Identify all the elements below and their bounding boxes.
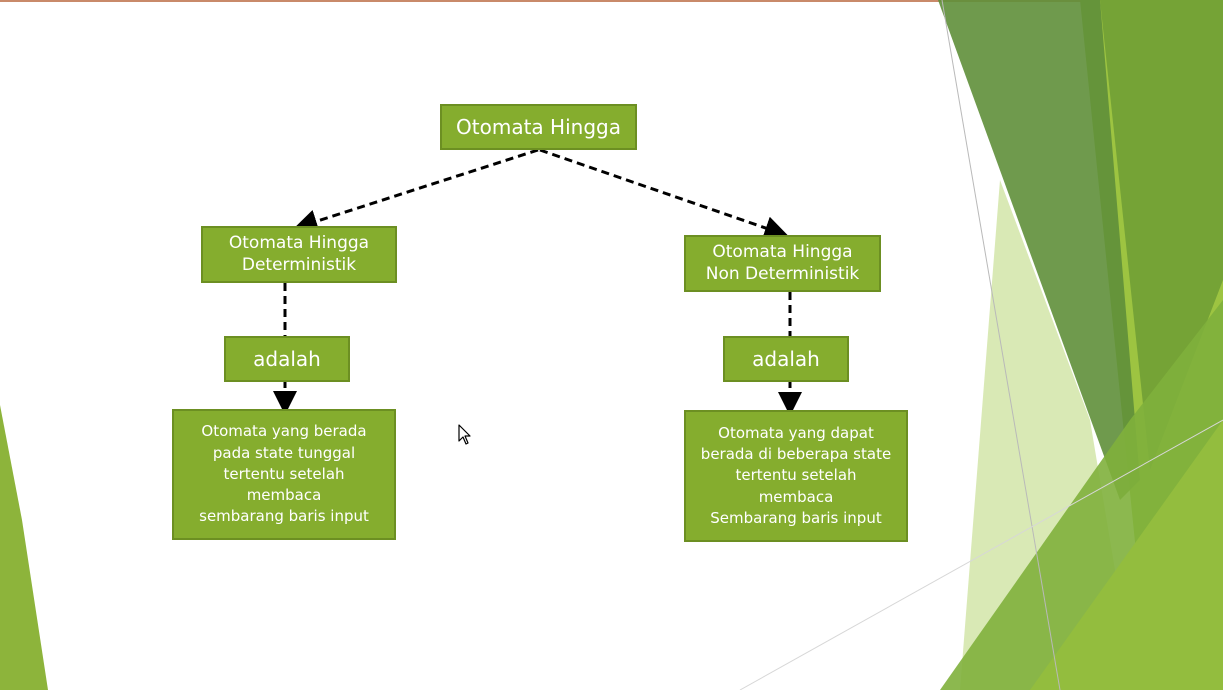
right-corner-triangle bbox=[1030, 420, 1223, 690]
top-border bbox=[0, 0, 1223, 2]
thin-diagonal-line-2 bbox=[739, 419, 1223, 690]
arrow-root-to-deterministic bbox=[293, 148, 539, 233]
mouse-pointer-icon bbox=[458, 424, 471, 445]
node-adalah-right-label: adalah bbox=[752, 346, 820, 371]
node-description-left: Otomata yang berada pada state tunggal t… bbox=[172, 409, 396, 540]
node-description-right-text: Otomata yang dapat berada di beberapa st… bbox=[700, 423, 892, 527]
node-adalah-left: adalah bbox=[224, 336, 350, 382]
node-root-label: Otomata Hingga bbox=[456, 114, 621, 139]
node-root: Otomata Hingga bbox=[440, 104, 637, 150]
node-nondeterministic-label: Otomata Hingga Non Deterministik bbox=[705, 242, 860, 284]
node-deterministic: Otomata Hingga Deterministik bbox=[201, 226, 397, 283]
node-adalah-left-label: adalah bbox=[253, 346, 321, 371]
arrow-root-to-nondeterministic bbox=[539, 148, 789, 240]
node-description-right: Otomata yang dapat berada di beberapa st… bbox=[684, 410, 908, 542]
node-nondeterministic: Otomata Hingga Non Deterministik bbox=[684, 235, 881, 292]
node-description-left-text: Otomata yang berada pada state tunggal t… bbox=[199, 422, 369, 526]
left-green-sliver bbox=[0, 405, 48, 690]
node-adalah-right: adalah bbox=[723, 336, 849, 382]
right-dark-triangle bbox=[938, 0, 1140, 500]
node-deterministic-label: Otomata Hingga Deterministik bbox=[228, 233, 370, 275]
thin-diagonal-line bbox=[941, 0, 1061, 690]
